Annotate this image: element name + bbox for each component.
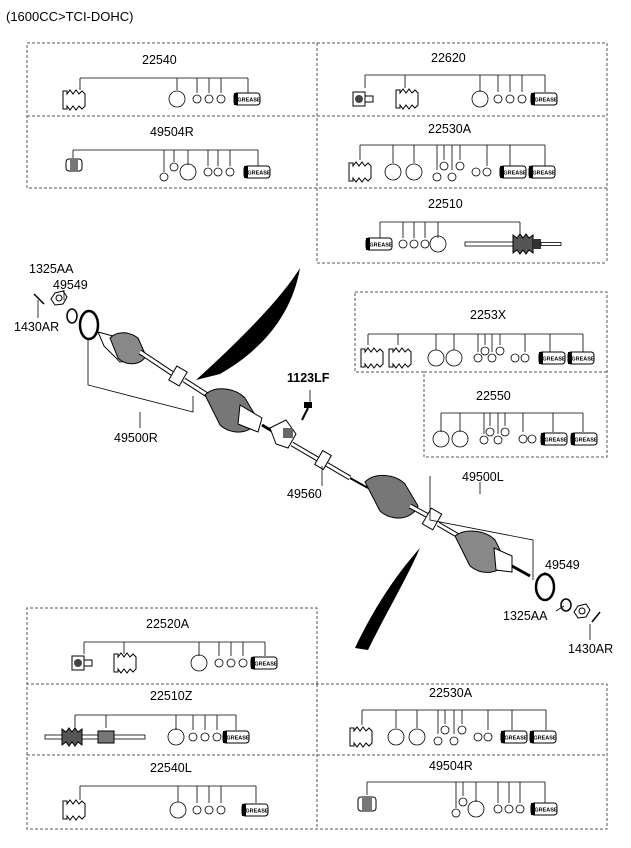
cotter-pin-icon	[33, 293, 45, 305]
grease-tube-icon	[243, 165, 272, 179]
part-label-49549-right[interactable]: 49549	[53, 278, 88, 292]
washer-icon	[560, 598, 572, 612]
part-label-22510[interactable]: 22510	[428, 197, 463, 211]
kit-22550	[432, 412, 584, 448]
swoosh-arrow-lower	[355, 548, 420, 650]
part-label-22530A-bottom[interactable]: 22530A	[429, 686, 473, 700]
part-label-22510Z[interactable]: 22510Z	[150, 689, 193, 703]
grease-tube-icon	[570, 432, 599, 446]
part-label-1325AA-left[interactable]: 1325AA	[503, 609, 548, 623]
kit-22620	[364, 74, 546, 108]
part-label-22540[interactable]: 22540	[142, 53, 177, 67]
boot-icon	[113, 652, 137, 674]
part-label-1430AR-left[interactable]: 1430AR	[568, 642, 614, 656]
middle-kit-frame	[354, 291, 608, 458]
kit-2253X	[367, 333, 584, 367]
grease-tube-icon	[365, 237, 394, 251]
part-label-22530A[interactable]: 22530A	[428, 122, 472, 136]
leader-lines	[37, 290, 591, 640]
part-label-49504R[interactable]: 49504R	[150, 125, 194, 139]
nut-icon	[50, 290, 68, 306]
top-kit-frame	[26, 42, 608, 264]
cv-joint-icon	[352, 91, 374, 107]
bearing-icon	[65, 158, 83, 172]
boot-icon	[62, 799, 86, 821]
part-label-22520A[interactable]: 22520A	[146, 617, 190, 631]
outer-shaft-icon	[44, 727, 146, 747]
part-label-49504R-bottom[interactable]: 49504R	[429, 759, 473, 773]
kit-22540	[79, 77, 249, 108]
part-label-49500R[interactable]: 49500R	[114, 431, 158, 445]
swoosh-arrow-upper	[196, 268, 300, 380]
part-label-49500L[interactable]: 49500L	[462, 470, 504, 484]
kit-22520A	[83, 641, 266, 672]
cotter-pin-icon	[591, 611, 601, 623]
part-label-1430AR-right[interactable]: 1430AR	[14, 320, 60, 334]
grease-tube-icon	[241, 803, 270, 817]
boot-icon	[395, 88, 419, 110]
boot-icon	[388, 347, 412, 369]
grease-tube-icon	[528, 165, 557, 179]
kit-49504R-bottom	[366, 781, 546, 818]
grease-tube-icon	[567, 351, 596, 365]
part-label-2253X[interactable]: 2253X	[470, 308, 507, 322]
part-label-1123LF[interactable]: 1123LF	[287, 371, 330, 385]
part-label-49549-left[interactable]: 49549	[545, 558, 580, 572]
grease-tube-icon	[530, 92, 559, 106]
bearing-icon	[357, 796, 377, 812]
driveshaft-right	[97, 331, 273, 433]
inner-shaft-icon	[464, 233, 562, 255]
grease-tube-icon	[233, 92, 262, 106]
kit-49504R	[72, 149, 259, 182]
grease-tube-icon	[529, 730, 558, 744]
bolt-icon	[301, 402, 312, 421]
nut-icon	[573, 603, 591, 619]
boot-icon	[360, 347, 384, 369]
grease-tube-icon	[500, 730, 529, 744]
bottom-kit-frame	[26, 607, 608, 830]
kit-22510Z	[74, 714, 237, 746]
grease-tube-icon	[540, 432, 569, 446]
part-label-22550[interactable]: 22550	[476, 389, 511, 403]
grease-tube-icon	[538, 351, 567, 365]
washer-icon	[66, 308, 78, 324]
part-label-22620[interactable]: 22620	[431, 51, 466, 65]
kit-22530A-top	[359, 144, 546, 182]
engine-spec-title: (1600CC>TCI-DOHC)	[6, 9, 134, 24]
tone-ring-icon	[534, 572, 556, 602]
part-label-22540L[interactable]: 22540L	[150, 761, 192, 775]
grease-tube-icon	[530, 802, 559, 816]
part-label-49560[interactable]: 49560	[287, 487, 322, 501]
part-label-1325AA-right[interactable]: 1325AA	[29, 262, 74, 276]
grease-tube-icon	[222, 730, 251, 744]
kit-22540L	[79, 785, 257, 819]
cv-joint-icon	[71, 655, 93, 671]
boot-icon	[349, 726, 373, 748]
tone-ring-icon	[78, 309, 100, 341]
boot-icon	[62, 89, 86, 111]
kit-22530A-bottom	[361, 709, 547, 746]
kit-22510	[379, 221, 521, 253]
grease-tube-icon	[499, 165, 528, 179]
intermediate-shaft	[269, 419, 369, 489]
driveshaft-left	[364, 475, 531, 578]
boot-icon	[348, 161, 372, 183]
grease-tube-icon	[250, 656, 279, 670]
